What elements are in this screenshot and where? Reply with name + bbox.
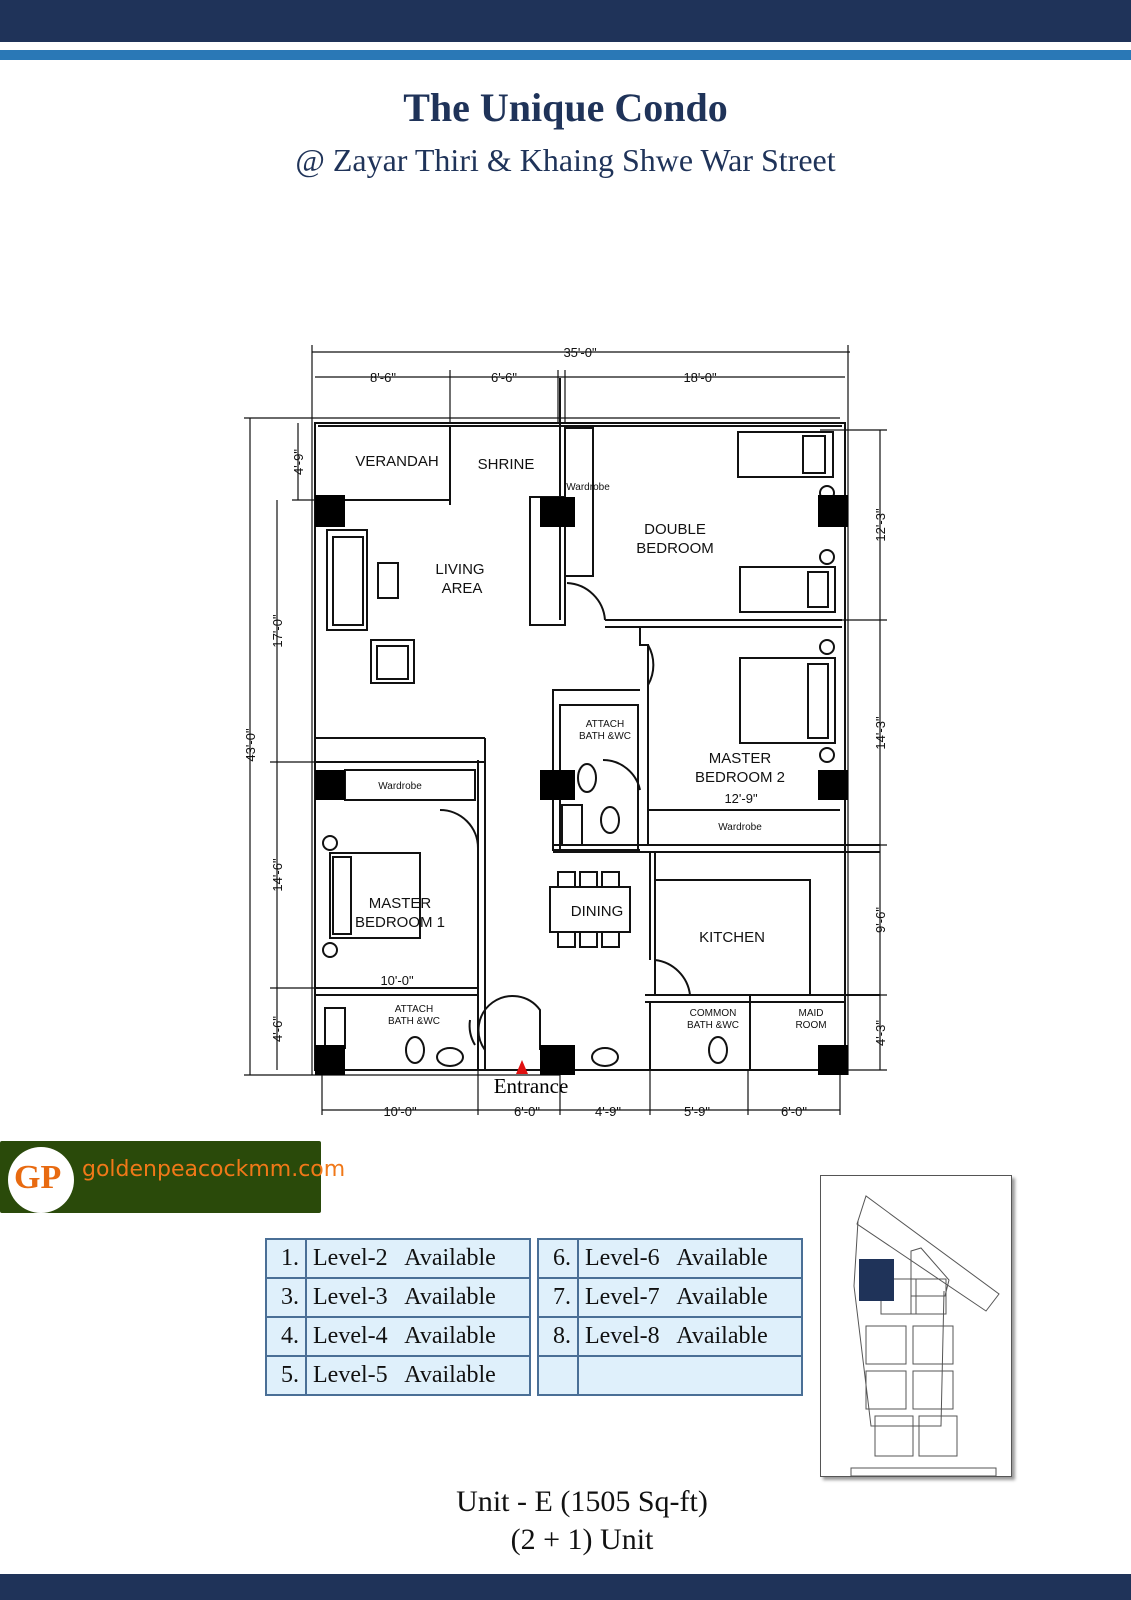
table-row: 4.Level-4 Available [265,1316,531,1357]
table-row: 6.Level-6 Available [537,1238,803,1279]
dim-label: 12'-9" [724,791,758,806]
dim-label: 6'-0" [781,1104,807,1119]
row-status: Level-3 Available [305,1277,531,1318]
room-dining: DINING [571,903,624,920]
room-common-bath: BATH &WC [687,1020,739,1031]
columns [315,495,848,1075]
room-living-area: AREA [442,580,483,597]
top-banner [0,0,1131,42]
row-status [577,1355,803,1396]
room-double-bedroom: DOUBLE [644,521,706,538]
room-attach-bath: ATTACH [395,1004,434,1015]
dim-label: 35'-0" [563,345,597,360]
row-number: 4. [265,1316,307,1357]
room-attach-bath: BATH &WC [388,1016,440,1027]
row-number: 8. [537,1316,579,1357]
dim-label: 18'-0" [683,370,717,385]
row-number: 1. [265,1238,307,1279]
room-master-bedroom-1: MASTER [369,895,432,912]
table-row: 1.Level-2 Available [265,1238,531,1279]
dim-label: 43'-0" [243,728,258,762]
wardrobe-label: Wardrobe [718,822,762,833]
table-row: 3.Level-3 Available [265,1277,531,1318]
dim-label: 4'-6" [270,1016,285,1042]
room-maid: MAID [799,1008,824,1019]
room-kitchen: KITCHEN [699,929,765,946]
dim-label: 12'-3" [873,508,888,542]
wardrobe-label: Wardrobe [566,482,610,493]
dim-label: 14'-6" [270,858,285,892]
room-common-bath: COMMON [690,1008,737,1019]
unit-highlight [859,1259,894,1301]
unit-size: Unit - E (1505 Sq-ft) [456,1485,708,1518]
room-verandah: VERANDAH [355,453,438,470]
table-row [537,1355,803,1396]
room-master-bedroom-2: BEDROOM 2 [695,769,785,786]
row-status: Level-5 Available [305,1355,531,1396]
brand-logo [8,1147,74,1213]
availability-table-left: 1.Level-2 Available 3.Level-3 Available … [265,1238,531,1396]
row-number: 7. [537,1277,579,1318]
page-subtitle: @ Zayar Thiri & Khaing Shwe War Street [295,142,836,178]
room-master-bedroom-2: MASTER [709,750,772,767]
brand-banner[interactable]: GP goldenpeacockmm.com [0,1141,345,1213]
dim-label: 6'-0" [514,1104,540,1119]
dim-label: 4'-9" [291,449,306,475]
dim-label: 10'-0" [380,973,414,988]
table-row: 5.Level-5 Available [265,1355,531,1396]
dim-label: 10'-0" [383,1104,417,1119]
room-double-bedroom: BEDROOM [636,540,714,557]
dim-label: 17'-0" [270,614,285,648]
dimension-lines [244,345,887,1115]
dim-label: 6'-6" [491,370,517,385]
site-key-plan [820,1175,1012,1477]
room-attach-bath: BATH &WC [579,731,631,742]
brand-logo-text: GP [14,1159,62,1196]
availability-table-right: 6.Level-6 Available 7.Level-7 Available … [537,1238,803,1396]
dim-label: 4'-9" [595,1104,621,1119]
top-stripe [0,50,1131,60]
row-number: 5. [265,1355,307,1396]
row-number: 3. [265,1277,307,1318]
table-row: 7.Level-7 Available [537,1277,803,1318]
dim-label: 14'-3" [873,716,888,750]
dim-label: 8'-6" [370,370,396,385]
room-shrine: SHRINE [478,456,535,473]
dim-label: 9'-6" [873,907,888,933]
entrance-arrow-icon [516,1060,528,1074]
room-attach-bath: ATTACH [586,719,625,730]
dim-label: 4'-3" [873,1020,888,1046]
bottom-banner [0,1574,1131,1600]
row-status: Level-7 Available [577,1277,803,1318]
row-status: Level-6 Available [577,1238,803,1279]
row-number: 6. [537,1238,579,1279]
room-living-area: LIVING [435,561,484,578]
entrance-label: Entrance [494,1074,569,1098]
page-title: The Unique Condo [403,85,728,130]
brand-url-link[interactable]: goldenpeacockmm.com [82,1157,346,1182]
row-status: Level-4 Available [305,1316,531,1357]
unit-type: (2 + 1) Unit [510,1523,654,1556]
dim-label: 5'-9" [684,1104,710,1119]
room-maid: ROOM [795,1020,826,1031]
row-status: Level-2 Available [305,1238,531,1279]
room-master-bedroom-1: BEDROOM 1 [355,914,445,931]
row-number [537,1355,579,1396]
table-row: 8.Level-8 Available [537,1316,803,1357]
wardrobe-label: Wardrobe [378,781,422,792]
row-status: Level-8 Available [577,1316,803,1357]
